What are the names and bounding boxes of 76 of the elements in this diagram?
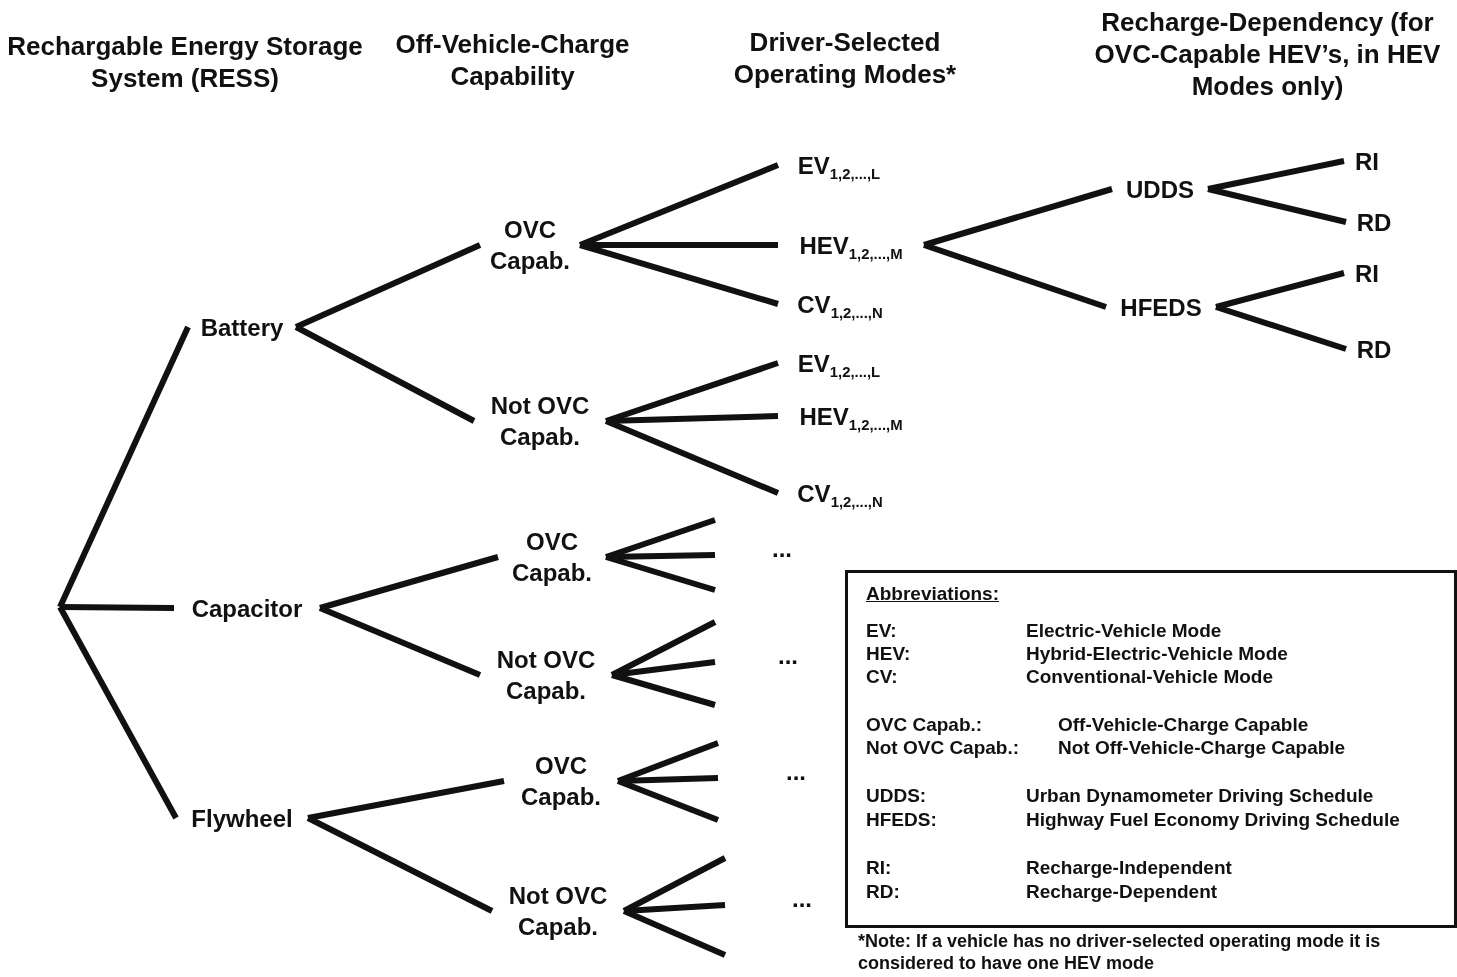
branch-label: Not OVC Capab. (507, 881, 609, 942)
branch-label: Not OVC Capab. (495, 645, 597, 706)
column-heading: Recharge-Dependency (for OVC-Capable HEV’s, in HEV Modes only) (1093, 6, 1442, 102)
abbreviation-term: Not OVC Capab.: (866, 737, 1020, 759)
branch-line (611, 672, 716, 708)
branch-line (605, 552, 716, 560)
ellipsis: ... (771, 535, 793, 563)
branch-label: Not OVC Capab. (489, 391, 591, 452)
branch-line (307, 778, 505, 821)
abbreviation-definition: Recharge-Independent (1026, 857, 1232, 879)
branch-line (623, 902, 726, 914)
ellipsis: ... (791, 885, 813, 913)
branch-label: Flywheel (191, 803, 293, 834)
branch-line (616, 778, 720, 823)
branch-line (57, 605, 179, 820)
branch-label: RI (1355, 146, 1379, 177)
branch-line (1215, 304, 1347, 352)
branch-label: HEV$_{1,2,...,M}$ (799, 230, 903, 261)
abbreviation-definition: Off-Vehicle-Charge Capable (1058, 714, 1309, 736)
abbreviation-definition: Electric-Vehicle Mode (1026, 620, 1222, 642)
branch-line (580, 242, 778, 248)
branch-label: OVC Capab. (489, 215, 571, 276)
branch-label: EV$_{1,2,...,L}$ (797, 150, 881, 181)
branch-label: UDDS (1126, 174, 1194, 205)
branch-line (923, 186, 1113, 248)
branch-line (605, 554, 716, 593)
branch-line (318, 605, 482, 678)
footnote: *Note: If a vehicle has no driver-selected operating mode it is considered to have one HEV mode (858, 930, 1382, 974)
panel-heading: Abbreviations: (866, 583, 1000, 605)
column-heading: Rechargable Energy Storage System (RESS) (6, 30, 364, 94)
abbreviation-definition: Hybrid-Electric-Vehicle Mode (1026, 643, 1288, 665)
abbreviation-term: RI: (866, 857, 892, 879)
abbreviation-definition: Not Off-Vehicle-Charge Capable (1058, 737, 1346, 759)
abbreviation-term: HFEDS: (866, 809, 937, 831)
branch-line (617, 775, 719, 784)
branch-label: Battery (200, 312, 284, 343)
branch-line (923, 242, 1107, 310)
branch-line (1207, 186, 1347, 225)
branch-label: CV$_{1,2,...,N}$ (797, 289, 883, 320)
branch-line (319, 554, 499, 611)
abbreviation-definition: Highway Fuel Economy Driving Schedule (1026, 809, 1400, 831)
abbreviation-term: CV: (866, 666, 898, 688)
abbreviation-definition: Urban Dynamometer Driving Schedule (1026, 785, 1374, 807)
branch-label: EV$_{1,2,...,L}$ (797, 348, 881, 379)
branch-label: CV$_{1,2,...,N}$ (797, 478, 883, 509)
abbreviation-term: UDDS: (866, 785, 927, 807)
branch-line (622, 908, 727, 958)
abbreviation-term: RD: (866, 881, 900, 903)
branch-label: HFEDS (1120, 292, 1202, 323)
abbreviation-definition: Conventional-Vehicle Mode (1026, 666, 1274, 688)
abbreviation-definition: Recharge-Dependent (1026, 881, 1218, 903)
branch-line (294, 242, 482, 330)
branch-label: RI (1355, 258, 1379, 289)
branch-label: RD (1356, 334, 1392, 365)
abbreviations-panel (845, 570, 1457, 928)
branch-label: OVC Capab. (511, 527, 593, 588)
branch-label: Capacitor (191, 593, 303, 624)
column-heading: Off-Vehicle-Charge Capability (394, 28, 631, 92)
branch-line (611, 659, 716, 678)
ellipsis: ... (785, 758, 807, 786)
branch-line (579, 242, 779, 307)
branch-line (604, 418, 780, 496)
branch-line (294, 324, 476, 424)
branch-label: RD (1356, 207, 1392, 238)
abbreviation-term: EV: (866, 620, 897, 642)
branch-line (1207, 158, 1345, 192)
branch-line (1215, 270, 1345, 310)
branch-line (605, 413, 779, 424)
branch-label: HEV$_{1,2,...,M}$ (799, 401, 903, 432)
branch-line (306, 815, 494, 914)
abbreviation-term: HEV: (866, 643, 911, 665)
column-heading: Driver-Selected Operating Modes* (732, 26, 958, 90)
abbreviation-term: OVC Capab.: (866, 714, 983, 736)
branch-line (57, 325, 191, 609)
branch-label: OVC Capab. (520, 751, 602, 812)
ellipsis: ... (777, 642, 799, 670)
